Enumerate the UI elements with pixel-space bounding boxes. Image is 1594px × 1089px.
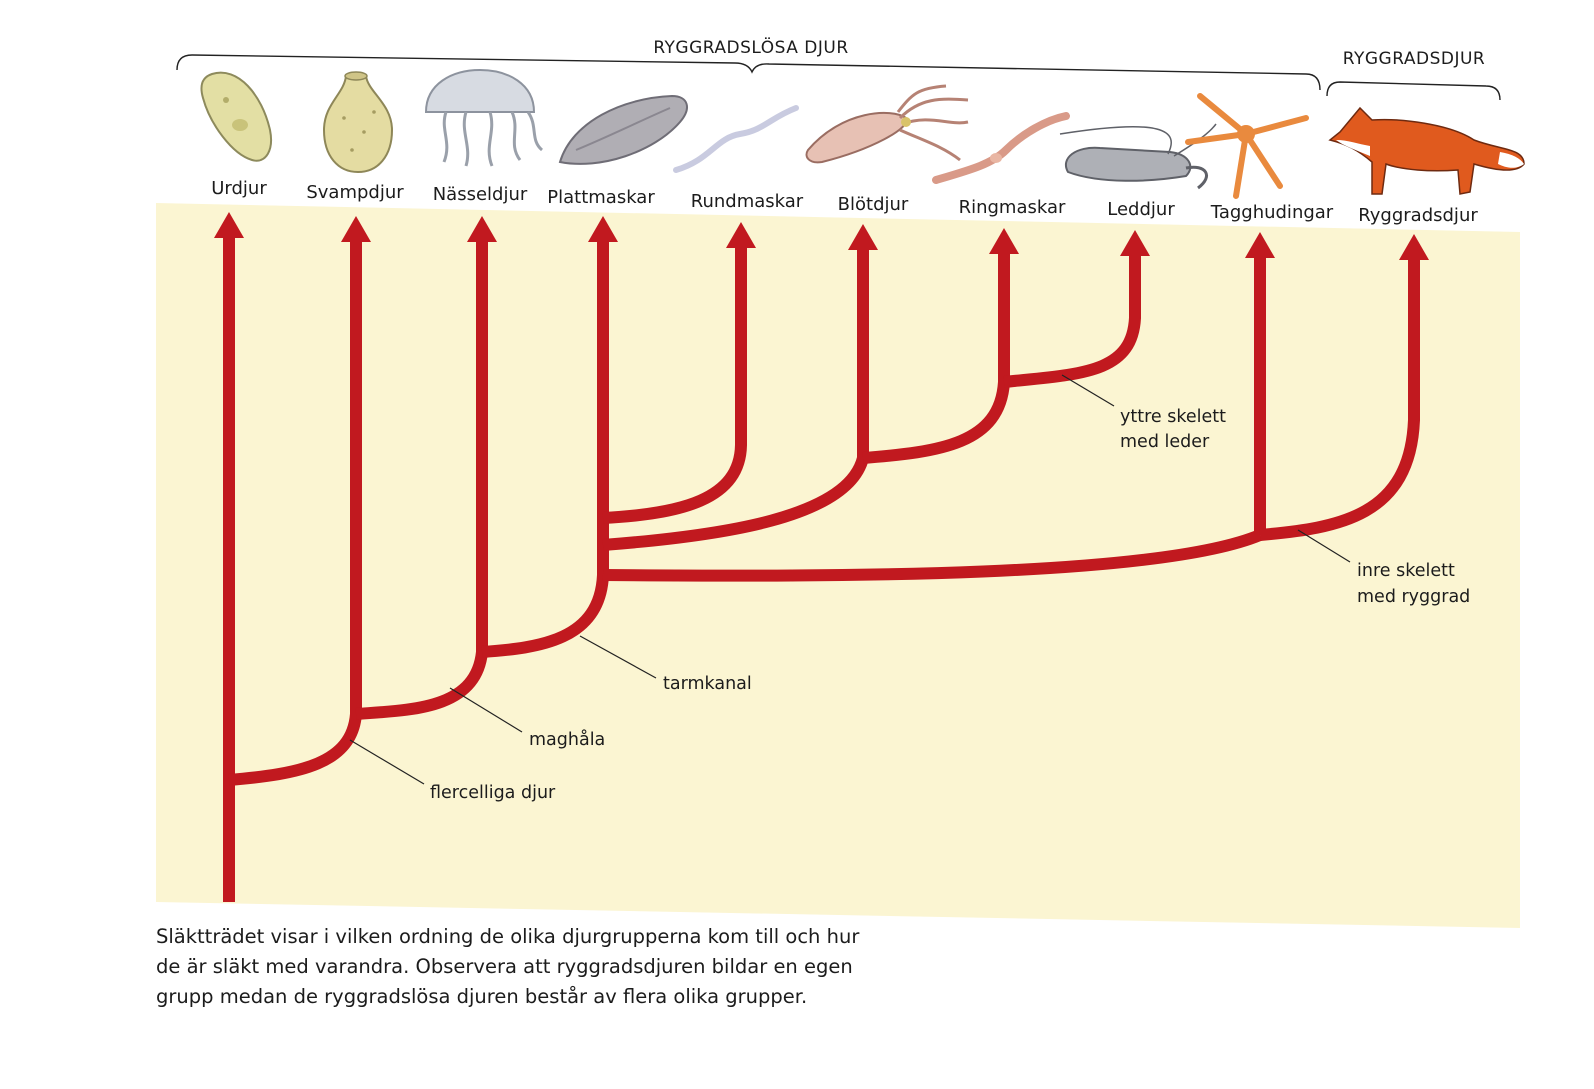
trait-flercelliga: flercelliga djur — [430, 783, 556, 803]
branch-maghala — [355, 651, 488, 720]
arrow-ringmaskar — [989, 228, 1019, 254]
trait-maghala: maghåla — [529, 729, 605, 750]
arrow-plattmaskar — [588, 216, 618, 242]
leader-tarmkanal — [579, 635, 657, 679]
arrow-nasseldjur — [467, 216, 497, 242]
taxon-label-svampdjur: Svampdjur — [306, 182, 404, 203]
branch-tarmkanal — [481, 574, 609, 658]
branch-deuterostome-stem — [602, 529, 1263, 582]
branch-rundmaskar — [602, 246, 747, 524]
jellyfish-icon — [424, 68, 544, 167]
trait-tarmkanal: tarmkanal — [663, 674, 752, 694]
shrimp-icon — [1059, 123, 1217, 190]
branch-arrows — [214, 212, 1429, 260]
arrow-leddjur — [1120, 230, 1150, 256]
branch-protostome-stem — [602, 456, 869, 551]
branch-flercelliga — [228, 713, 362, 786]
invertebrates-bracket — [176, 54, 1321, 91]
taxon-label-blotdjur: Blötdjur — [838, 194, 909, 215]
earthworm-icon — [932, 112, 1070, 184]
roundworm-icon — [673, 105, 799, 173]
arrow-svampdjur — [341, 216, 371, 242]
vertebrates-bracket — [1326, 81, 1501, 101]
caption-line: grupp medan de ryggradslösa djuren bestå… — [156, 985, 808, 1008]
trait-yttre-line2: med leder — [1120, 432, 1210, 452]
branch-yttre-skelett — [1003, 254, 1141, 388]
leader-yttre — [1061, 374, 1115, 407]
leader-flercelliga — [349, 739, 425, 785]
caption-line: de är släkt med varandra. Observera att … — [156, 955, 853, 978]
caption-line: Släktträdet visar i vilken ordning de ol… — [156, 925, 860, 948]
trait-inre-line2: med ryggrad — [1357, 587, 1470, 607]
tree-branches — [223, 235, 1420, 902]
squid-icon — [805, 84, 969, 164]
branch-ring-stem — [862, 381, 1010, 464]
protozoan-icon — [200, 71, 272, 162]
figure-caption: Släktträdet visar i vilken ordning de ol… — [156, 922, 956, 1012]
sponge-icon — [322, 71, 394, 174]
arrow-rundmaskar — [726, 222, 756, 248]
invertebrates-label: RYGGRADSLÖSA DJUR — [653, 36, 848, 58]
tree-background — [156, 203, 1520, 928]
arrow-urdjur — [214, 212, 244, 238]
taxon-label-nasseldjur: Nässeldjur — [433, 184, 528, 205]
taxon-label-rundmaskar: Rundmaskar — [691, 191, 804, 212]
leader-maghala — [449, 687, 523, 733]
flatworm-icon — [558, 94, 688, 165]
trait-inre-line1: inre skelett — [1357, 561, 1455, 581]
branch-inre-skelett — [1259, 258, 1420, 541]
arrow-blotdjur — [848, 224, 878, 250]
vertebrates-label: RYGGRADSDJUR — [1343, 49, 1485, 69]
taxon-label-tagghudingar: Tagghudingar — [1210, 202, 1334, 223]
taxon-label-urdjur: Urdjur — [211, 178, 267, 199]
taxon-label-ryggradsdjur: Ryggradsdjur — [1358, 205, 1478, 226]
leader-inre — [1297, 529, 1351, 563]
starfish-icon — [1185, 93, 1309, 199]
taxon-label-plattmaskar: Plattmaskar — [547, 187, 655, 208]
arrow-ryggradsdjur — [1399, 234, 1429, 260]
arrow-tagghudingar — [1245, 232, 1275, 258]
trait-yttre-line1: yttre skelett — [1120, 407, 1226, 427]
trait-leaders — [349, 374, 1351, 785]
taxon-label-ringmaskar: Ringmaskar — [959, 197, 1066, 218]
taxon-label-leddjur: Leddjur — [1107, 199, 1175, 220]
fox-icon — [1328, 106, 1525, 195]
